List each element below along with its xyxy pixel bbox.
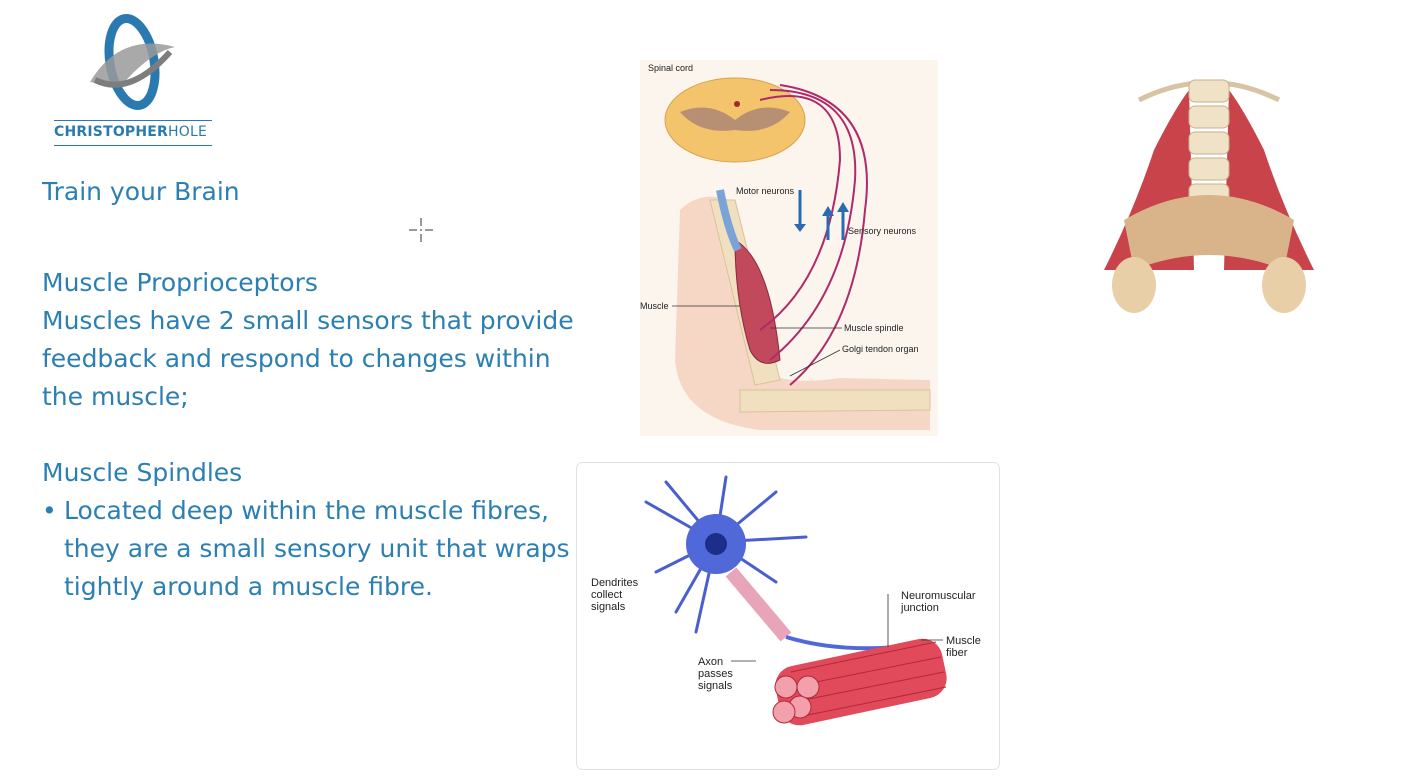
spindle-bullet-list: Located deep within the muscle fibres, t… — [42, 492, 594, 606]
crosshair-cursor-icon — [409, 218, 433, 242]
label-spinal-cord: Spinal cord — [648, 63, 693, 73]
label-nmj-2: junction — [900, 602, 939, 614]
arm-reflex-diagram: Spinal cord Motor neurons Sensory neuron… — [640, 60, 938, 436]
neuron-diagram: Dendrites collect signals Neuromuscular … — [576, 462, 1000, 770]
section-heading-spindles: Muscle Spindles — [42, 458, 243, 487]
label-sensory-neurons: Sensory neurons — [848, 226, 917, 236]
pelvis-anatomy-image — [1094, 70, 1324, 314]
label-nmj-1: Neuromuscular — [901, 590, 976, 602]
slide-title: Train your Brain — [42, 177, 240, 206]
logo-swoosh-icon — [90, 14, 175, 110]
label-muscle: Muscle — [640, 301, 669, 311]
logo-wordmark: CHRISTOPHERHOLE — [54, 124, 208, 140]
logo-rule-top — [54, 120, 212, 121]
label-fiber-2: fiber — [946, 647, 968, 659]
label-axon-2: passes — [698, 668, 733, 680]
label-golgi-tendon-organ: Golgi tendon organ — [842, 344, 919, 354]
label-dendrites-2: collect — [591, 589, 622, 601]
label-motor-neurons: Motor neurons — [736, 186, 795, 196]
label-muscle-spindle: Muscle spindle — [844, 323, 904, 333]
label-dendrites-3: signals — [591, 601, 626, 613]
label-dendrites-1: Dendrites — [591, 577, 639, 589]
list-item: Located deep within the muscle fibres, t… — [42, 492, 594, 606]
logo-rule-bottom — [54, 145, 212, 146]
section-body-proprioceptors: Muscles have 2 small sensors that provid… — [42, 306, 574, 411]
label-axon-3: signals — [698, 680, 733, 692]
brand-logo: CHRISTOPHERHOLE — [50, 12, 220, 152]
label-axon-1: Axon — [698, 656, 723, 668]
label-fiber-1: Muscle — [946, 635, 981, 647]
section-heading-proprioceptors: Muscle Proprioceptors — [42, 268, 318, 297]
